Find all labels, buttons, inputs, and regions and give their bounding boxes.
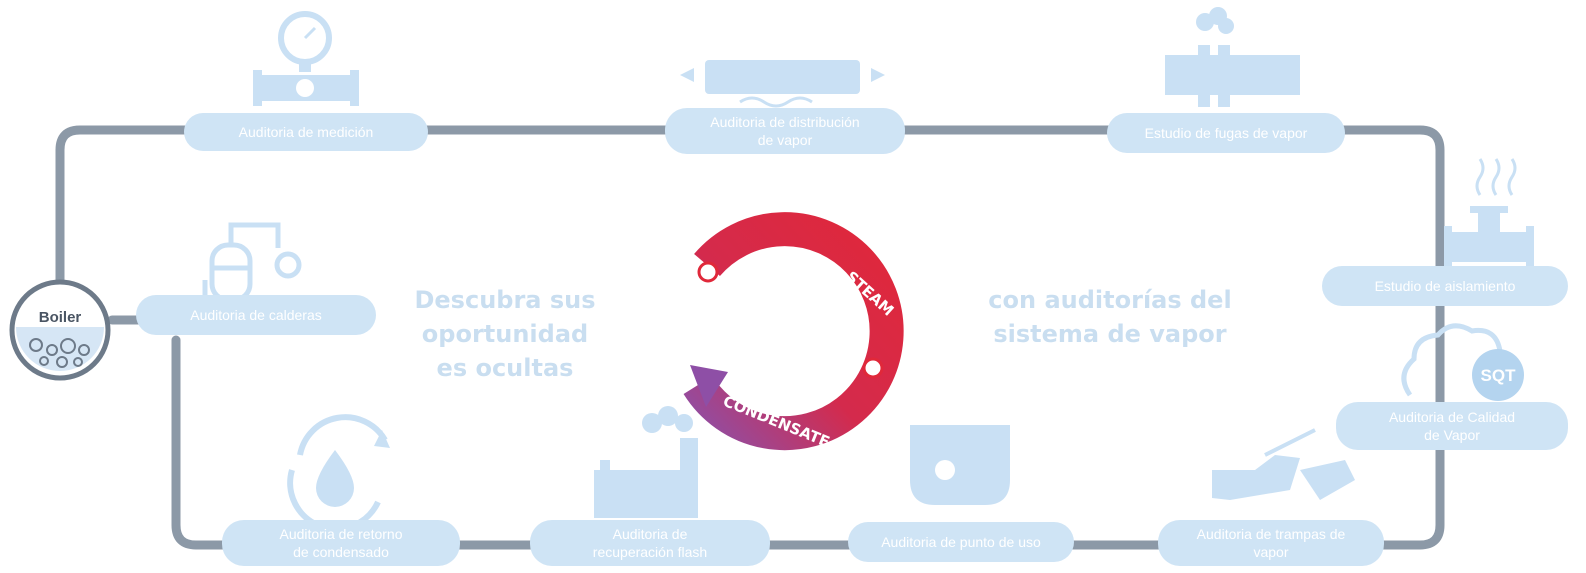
audit-calderas: Auditoria de calderas: [136, 295, 376, 335]
audit-trampas: Auditoria de trampas de vapor: [1158, 520, 1384, 566]
audit-distribucion: Auditoria de distribución de vapor: [665, 108, 905, 154]
audit-trampas-label-1: Auditoria de trampas de: [1196, 526, 1346, 542]
audit-distribucion-label-2: de vapor: [757, 132, 813, 148]
sqt-badge: SQT: [1481, 366, 1517, 385]
audit-retorno: Auditoria de retorno de condensado: [222, 520, 460, 566]
audit-medicion: Auditoria de medición: [184, 113, 428, 151]
headline-right: con auditorías del sistema de vapor: [955, 283, 1265, 351]
audit-trampas-label-2: vapor: [1253, 544, 1289, 560]
audit-punto-uso: Auditoria de punto de uso: [848, 522, 1074, 562]
headline-right-line-1: con auditorías del: [988, 286, 1232, 314]
headline-left-line-1: Descubra sus: [414, 286, 596, 314]
valve-insulation-icon: [1444, 158, 1534, 268]
headline-left-line-2: oportunidad: [421, 320, 589, 348]
audit-aislamiento: Estudio de aislamiento: [1322, 266, 1568, 306]
boiler-icon: [9, 279, 111, 381]
steam-leak-icon: [1165, 7, 1300, 107]
audit-retorno-label-2: de condensado: [293, 544, 389, 560]
factory-icon: [594, 406, 698, 518]
recycle-water-drop-icon: [287, 414, 390, 532]
cycle-arrowhead: [690, 365, 728, 407]
audit-fugas: Estudio de fugas de vapor: [1107, 113, 1345, 153]
headline-right-line-2: sistema de vapor: [993, 320, 1227, 348]
boiler-building-icon: [202, 222, 302, 303]
audit-calidad: Auditoria de Calidad de Vapor: [1336, 402, 1568, 450]
audit-calderas-label: Auditoria de calderas: [190, 307, 322, 323]
steam-quality-icon: [1401, 323, 1524, 401]
audit-flash-label-2: recuperación flash: [592, 544, 708, 560]
pressure-gauge-icon: [253, 11, 359, 106]
steam-trap-hand-icon: [1212, 428, 1355, 500]
headline-left-line-3: es ocultas: [436, 354, 574, 382]
audit-retorno-label-1: Auditoria de retorno: [279, 526, 403, 542]
audit-calidad-label-1: Auditoria de Calidad: [1388, 409, 1516, 425]
steam-condensate-cycle: [683, 212, 904, 451]
pipe-distribution-icon: [680, 60, 885, 108]
audit-aislamiento-label: Estudio de aislamiento: [1374, 278, 1516, 294]
audit-punto-uso-label: Auditoria de punto de uso: [881, 534, 1041, 550]
audit-flash-label-1: Auditoria de: [612, 526, 688, 542]
cycle-node: [697, 261, 719, 283]
audit-fugas-label: Estudio de fugas de vapor: [1144, 125, 1308, 141]
audit-medicion-label: Auditoria de medición: [238, 124, 374, 140]
audit-flash: Auditoria de recuperación flash: [530, 520, 770, 566]
audit-calidad-label-2: de Vapor: [1424, 427, 1480, 443]
boiler-label: Boiler: [39, 309, 82, 326]
headline-left: Descubra sus oportunidad es ocultas: [395, 283, 615, 385]
audit-distribucion-label-1: Auditoria de distribución: [710, 114, 860, 130]
point-of-use-icon: [910, 425, 1010, 505]
cycle-node: [862, 357, 884, 379]
